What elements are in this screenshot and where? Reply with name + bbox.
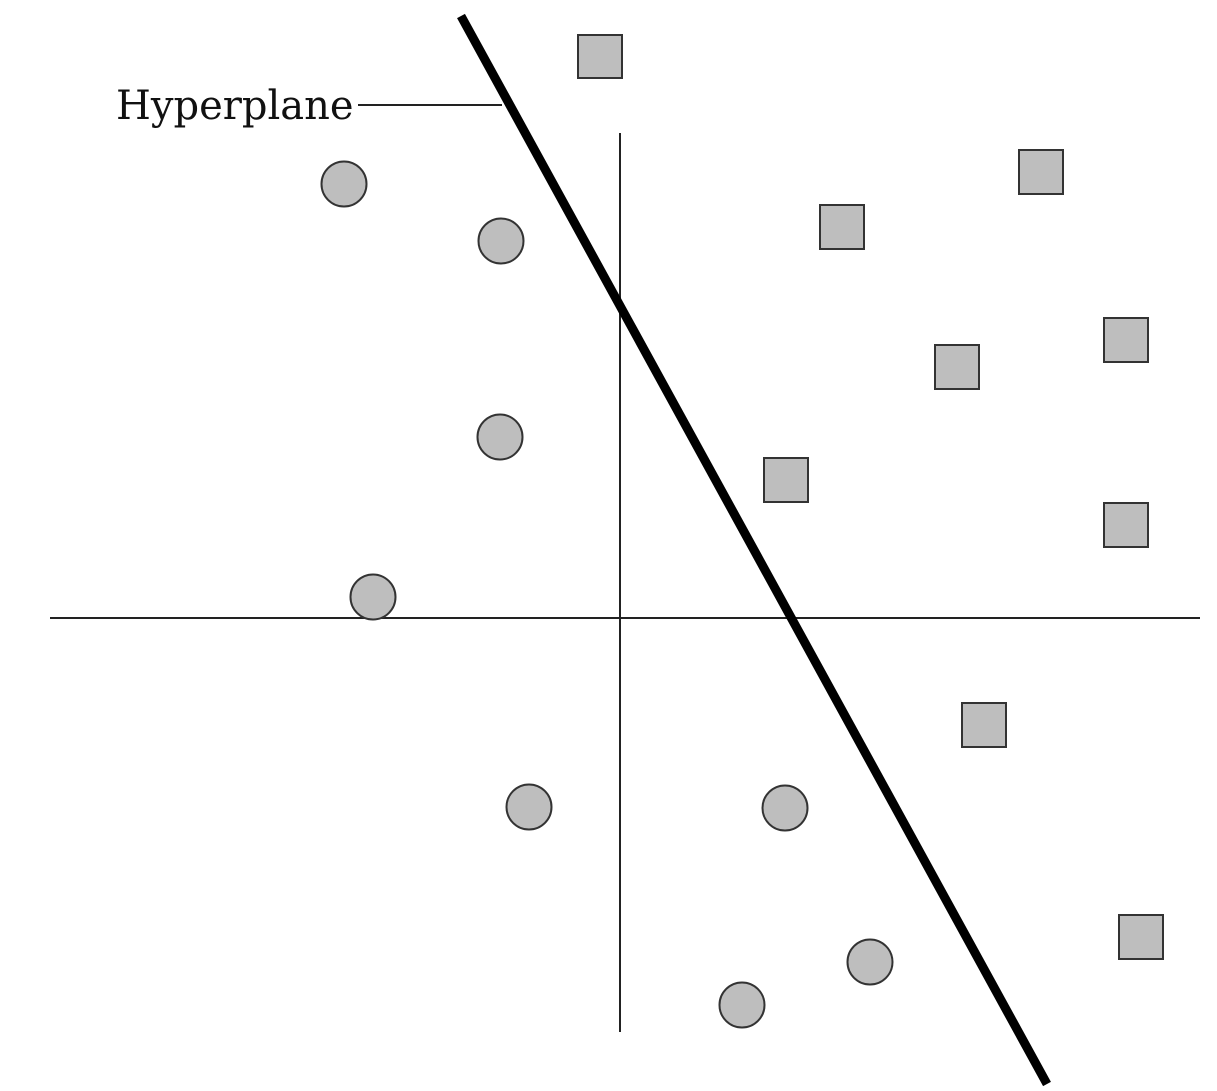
class-a-point (349, 573, 397, 621)
class-a-point (505, 783, 553, 831)
class-b-point (1018, 149, 1064, 195)
class-a-point (476, 413, 524, 461)
hyperplane-label: Hyperplane (116, 83, 354, 129)
class-b-point (577, 34, 623, 79)
class-a-point (846, 938, 894, 986)
class-b-point (1118, 914, 1164, 960)
class-b-point (763, 457, 809, 503)
class-b-point (1103, 317, 1149, 363)
class-b-point (819, 204, 865, 250)
class-a-points (320, 160, 894, 1029)
class-a-point (761, 784, 809, 832)
class-b-point (934, 344, 980, 390)
class-b-point (1103, 502, 1149, 548)
class-a-point (477, 217, 525, 265)
class-a-point (320, 160, 368, 208)
class-b-points (577, 34, 1164, 960)
class-a-point (718, 981, 766, 1029)
class-b-point (961, 702, 1007, 748)
hyperplane-line (457, 13, 1051, 1087)
